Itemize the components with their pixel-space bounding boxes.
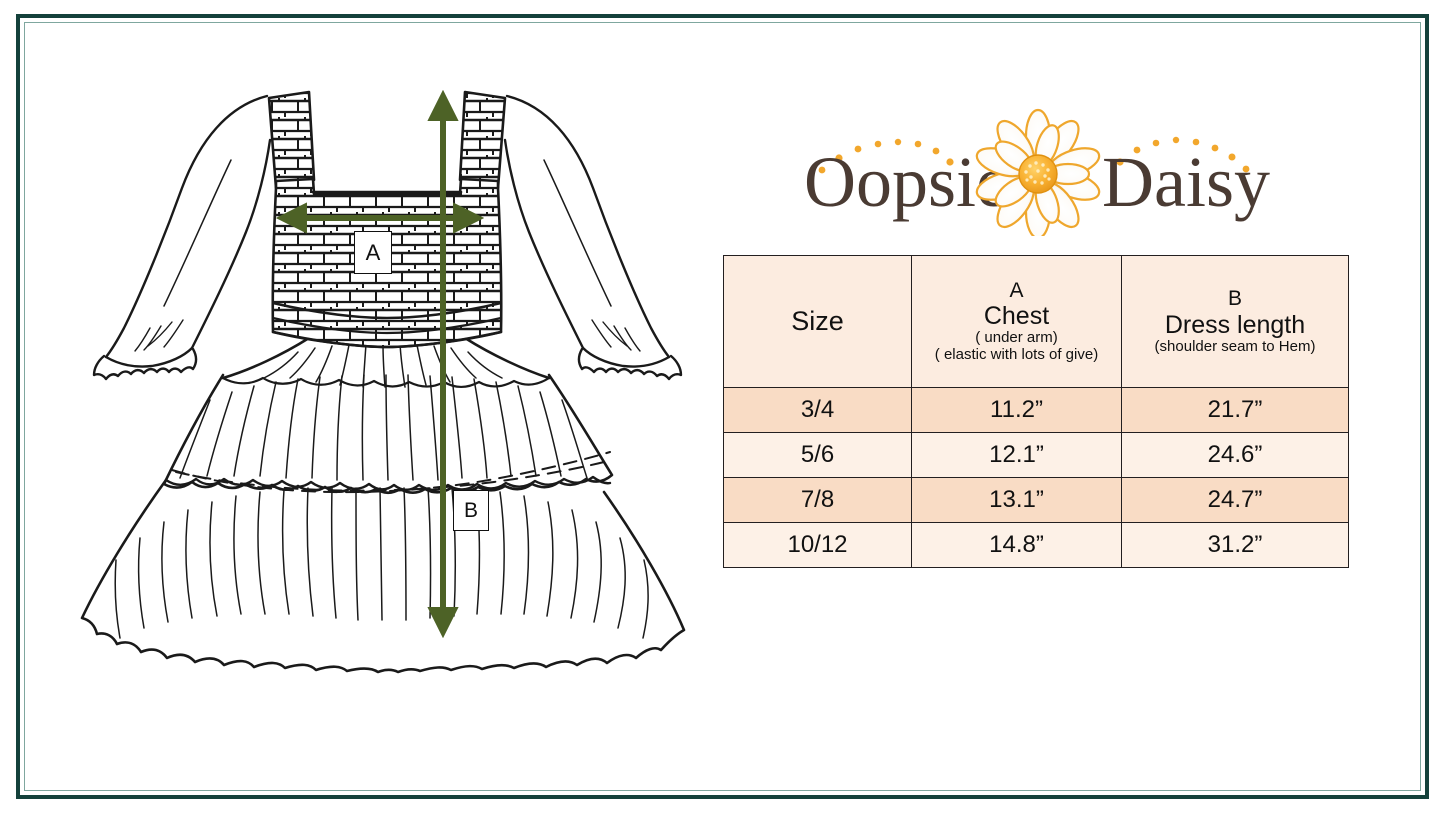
header-length-main: Dress length bbox=[1164, 310, 1306, 339]
header-chest: A Chest ( under arm) ( elastic with lots… bbox=[911, 255, 1122, 388]
cell-size: 5/6 bbox=[723, 432, 912, 478]
header-length-letter: B bbox=[1227, 287, 1242, 311]
header-chest-main: Chest bbox=[983, 302, 1050, 331]
header-size: Size bbox=[723, 255, 912, 388]
brand-logo: Oopsie Daisy bbox=[790, 104, 1270, 236]
dress-illustration: A B bbox=[60, 60, 720, 680]
cell-chest: 13.1” bbox=[911, 477, 1122, 523]
header-chest-sub1: ( under arm) bbox=[975, 329, 1058, 347]
header-length: B Dress length (shoulder seam to Hem) bbox=[1121, 255, 1349, 388]
cell-size: 3/4 bbox=[723, 387, 912, 433]
cell-size: 7/8 bbox=[723, 477, 912, 523]
chest-measure-label-a: A bbox=[354, 231, 392, 274]
cell-size: 10/12 bbox=[723, 522, 912, 568]
decorative-frame-outer bbox=[16, 14, 1429, 799]
cell-length: 24.7” bbox=[1121, 477, 1349, 523]
header-size-label: Size bbox=[791, 306, 844, 337]
cell-chest: 14.8” bbox=[911, 522, 1122, 568]
logo-word-daisy: Daisy bbox=[1102, 142, 1270, 222]
decorative-frame-inner bbox=[24, 22, 1421, 791]
table-header-row: Size A Chest ( under arm) ( elastic with… bbox=[723, 255, 1349, 388]
logo-dot-accents bbox=[818, 136, 1250, 174]
header-chest-sub2: ( elastic with lots of give) bbox=[934, 346, 1099, 364]
size-chart-table: Size A Chest ( under arm) ( elastic with… bbox=[723, 255, 1349, 568]
header-length-sub1: (shoulder seam to Hem) bbox=[1154, 337, 1316, 355]
logo-word-oopsie: Oopsie bbox=[804, 142, 1008, 222]
length-measure-label-b: B bbox=[453, 490, 489, 531]
cell-length: 21.7” bbox=[1121, 387, 1349, 433]
cell-chest: 11.2” bbox=[911, 387, 1122, 433]
daisy-flower-icon bbox=[975, 108, 1101, 236]
header-chest-letter: A bbox=[1009, 278, 1024, 302]
cell-length: 31.2” bbox=[1121, 522, 1349, 568]
cell-chest: 12.1” bbox=[911, 432, 1122, 478]
cell-length: 24.6” bbox=[1121, 432, 1349, 478]
